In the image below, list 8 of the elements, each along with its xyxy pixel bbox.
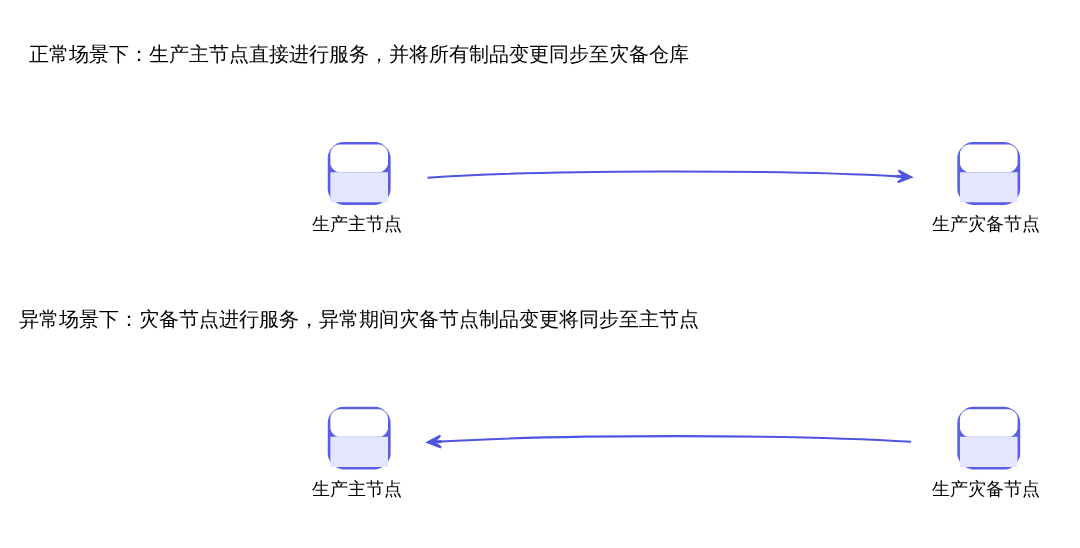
node-label: 生产灾备节点: [932, 477, 1041, 499]
label: 异常场景下：灾备节点进行服务，异常期间灾备节点制品变更将同步至主节点: [19, 308, 700, 332]
node-label: 生产主节点: [312, 477, 403, 499]
arrow: [426, 434, 912, 449]
node-label: 生产灾备节点: [932, 213, 1041, 235]
arrow: [427, 169, 913, 184]
node-label: 生产主节点: [312, 213, 403, 235]
label: 正常场景下：生产主节点直接进行服务，并将所有制品变更同步至灾备仓库: [29, 43, 690, 67]
